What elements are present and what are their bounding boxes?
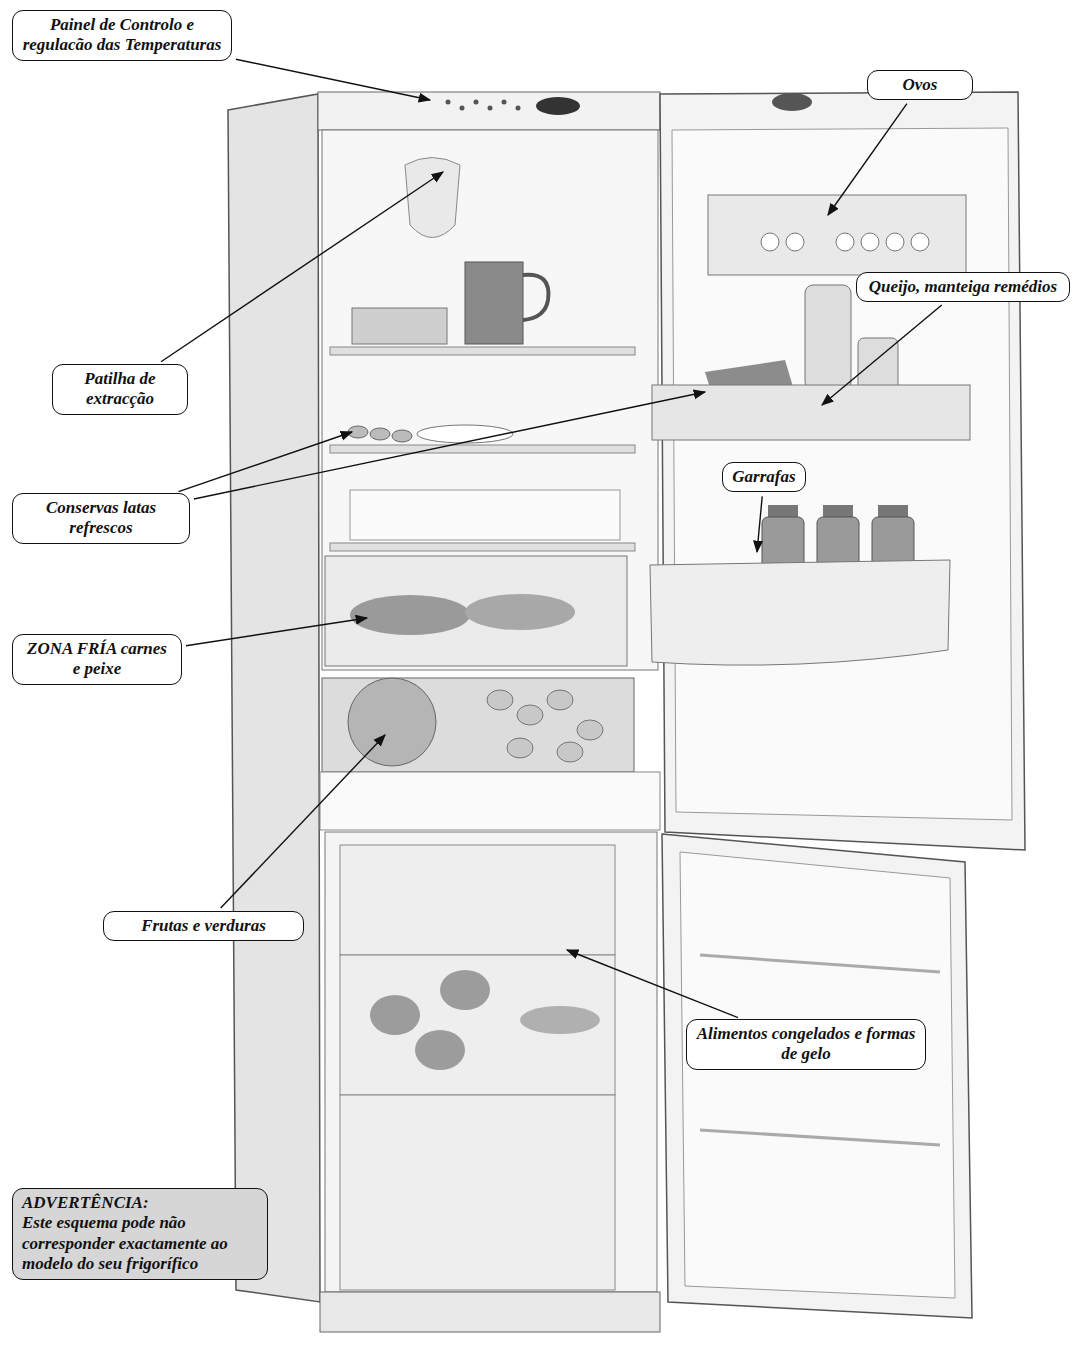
fridge-part	[861, 233, 879, 251]
callout-label: Alimentos congelados e formas de gelo	[696, 1024, 916, 1065]
leader-line	[186, 618, 367, 646]
callout-label: Garrafas	[732, 467, 796, 487]
fridge-part	[352, 308, 447, 344]
callout-box: Patilha de extracção	[52, 364, 188, 415]
fridge-part	[520, 1006, 600, 1034]
fridge-part	[708, 195, 966, 275]
callout-label: Painel de Controlo e regulacão das Tempe…	[22, 15, 222, 56]
fridge-part	[700, 1130, 940, 1145]
fridge-part	[547, 690, 573, 710]
fridge-part	[823, 505, 853, 517]
fridge-part	[392, 430, 412, 442]
fridge-part	[502, 100, 507, 105]
leader-line	[567, 950, 738, 1018]
fridge-part	[911, 233, 929, 251]
fridge-part	[577, 720, 603, 740]
note-heading: ADVERTÊNCIA:	[22, 1193, 258, 1213]
fridge-part	[761, 233, 779, 251]
callout-box: Garrafas	[722, 462, 806, 492]
fridge-part	[878, 505, 908, 517]
fridge-part	[465, 262, 523, 344]
fridge-part	[700, 955, 940, 972]
fridge-part	[340, 955, 615, 1095]
fridge-part	[320, 772, 660, 830]
fridge-part	[320, 1292, 660, 1332]
leader-line	[194, 392, 705, 499]
fridge-part	[465, 594, 575, 630]
fridge-part	[322, 130, 658, 670]
callout-box: Frutas e verduras	[103, 911, 304, 941]
callout-label: Queijo, manteiga remédios	[866, 277, 1060, 297]
fridge-part	[768, 505, 798, 517]
fridge-part	[507, 738, 533, 758]
fridge-part	[322, 678, 634, 772]
fridge-part	[772, 93, 812, 111]
fridge-part	[662, 834, 972, 1318]
leader-line	[221, 735, 385, 908]
callout-label: ZONA FRÍA carnes e peixe	[22, 639, 172, 680]
fridge-part	[886, 233, 904, 251]
fridge-part	[340, 845, 615, 955]
fridge-part	[350, 490, 620, 540]
fridge-part	[348, 678, 436, 766]
fridge-part	[488, 106, 493, 111]
callout-box: Conservas latas refrescos	[12, 493, 190, 544]
fridge-part	[417, 425, 513, 443]
callout-label: Conservas latas refrescos	[22, 498, 180, 539]
callout-box: Ovos	[867, 70, 973, 100]
fridge-part	[786, 233, 804, 251]
fridge-part	[474, 100, 479, 105]
leader-line	[828, 104, 907, 215]
callout-label: Patilha de extracção	[62, 369, 178, 410]
callout-box: Queijo, manteiga remédios	[856, 272, 1070, 302]
callout-label: Este esquema pode não corresponder exact…	[22, 1213, 258, 1274]
fridge-part	[405, 158, 460, 238]
fridge-part	[318, 92, 660, 130]
fridge-part	[330, 445, 635, 453]
warning-note-box: ADVERTÊNCIA:Este esquema pode não corres…	[12, 1188, 268, 1280]
callout-box: ZONA FRÍA carnes e peixe	[12, 634, 182, 685]
fridge-part	[557, 742, 583, 762]
fridge-part	[325, 556, 627, 666]
fridge-part	[660, 92, 1025, 850]
fridge-part	[446, 100, 451, 105]
fridge-part	[836, 233, 854, 251]
fridge-part	[516, 106, 521, 111]
fridge-part	[330, 347, 635, 355]
fridge-part	[440, 970, 490, 1010]
fridge-part	[325, 832, 657, 1292]
fridge-part	[536, 97, 580, 115]
fridge-part	[672, 128, 1012, 820]
fridge-part	[370, 428, 390, 440]
leader-line	[179, 432, 352, 492]
callout-label: Ovos	[877, 75, 963, 95]
fridge-part	[680, 852, 955, 1298]
fridge-part	[370, 995, 420, 1035]
leader-line	[757, 496, 762, 552]
fridge-part	[340, 1095, 615, 1290]
fridge-part	[805, 285, 851, 390]
fridge-part	[460, 106, 465, 111]
fridge-part	[523, 275, 548, 320]
callout-box: Painel de Controlo e regulacão das Tempe…	[12, 10, 232, 61]
fridge-part	[350, 595, 470, 635]
callout-box: Alimentos congelados e formas de gelo	[686, 1019, 926, 1070]
callout-label: Frutas e verduras	[113, 916, 294, 936]
leader-line	[161, 172, 443, 362]
fridge-part	[650, 560, 950, 665]
fridge-part	[228, 94, 320, 1302]
fridge-part	[330, 543, 635, 551]
leader-line	[822, 305, 942, 405]
fridge-part	[415, 1030, 465, 1070]
leader-line	[236, 59, 430, 100]
fridge-part	[487, 690, 513, 710]
fridge-part	[517, 705, 543, 725]
